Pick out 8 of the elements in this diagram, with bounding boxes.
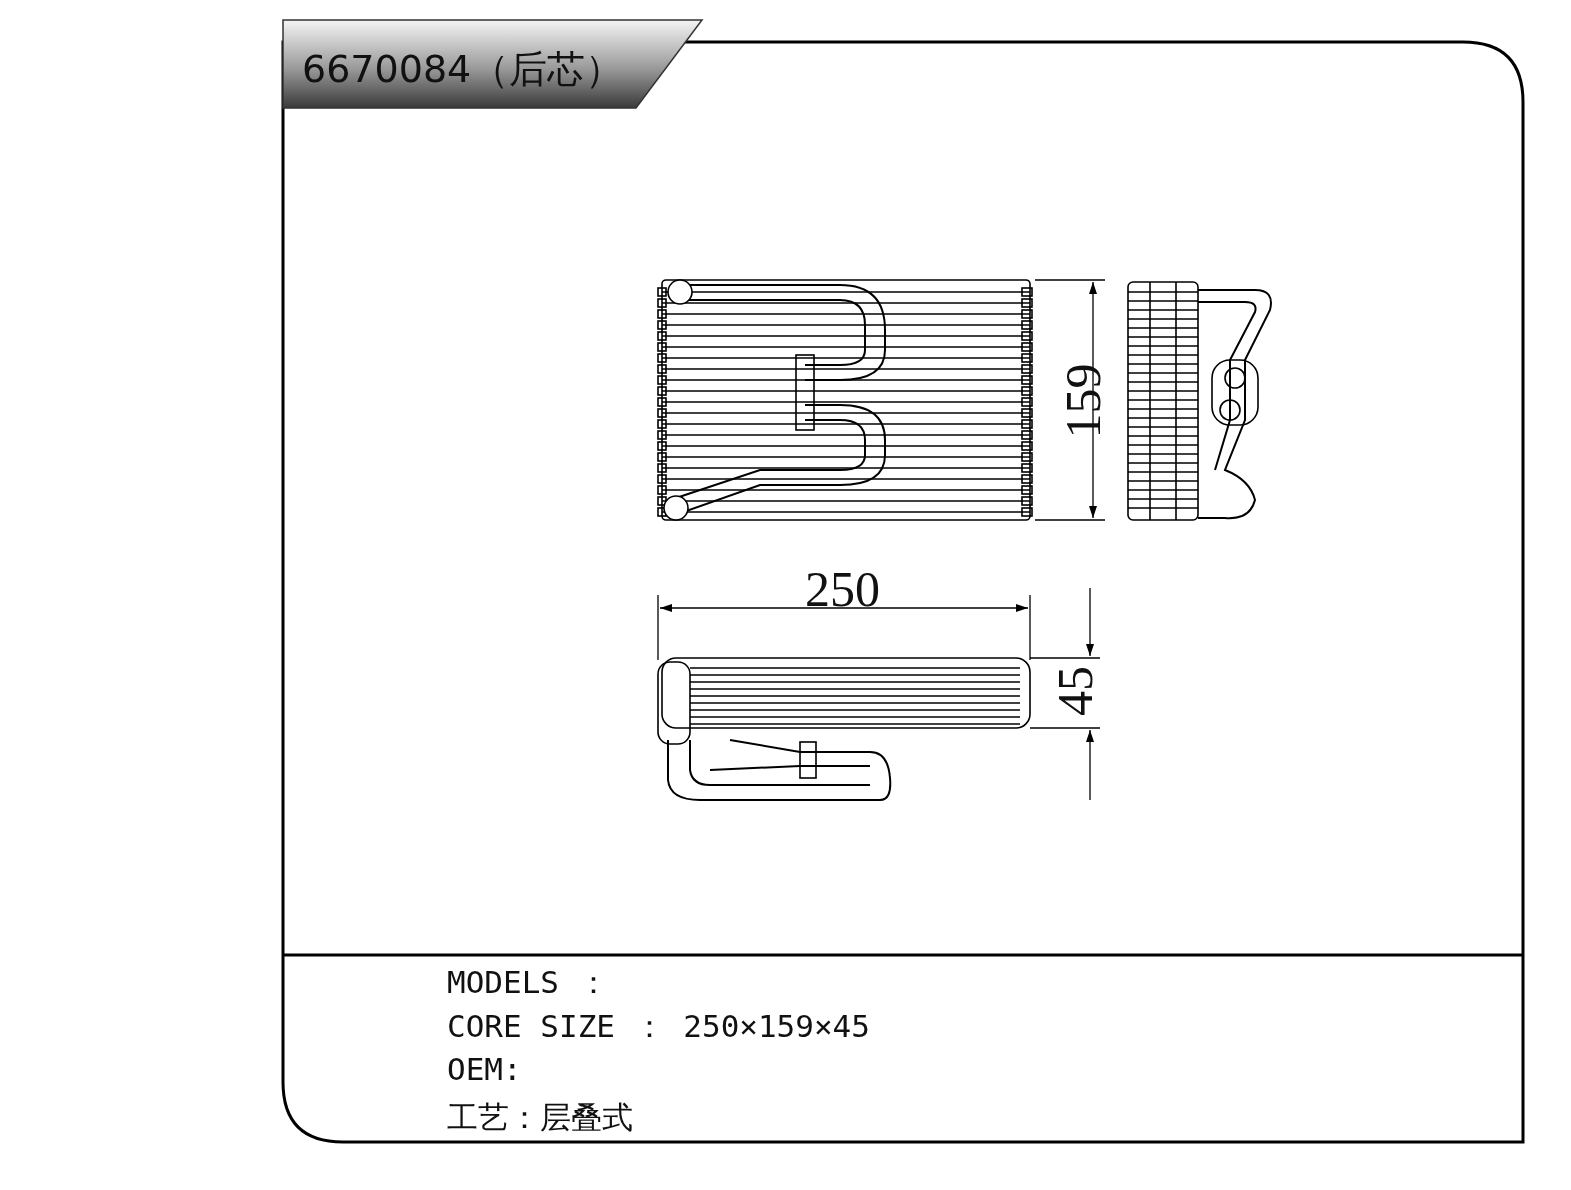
dimension-label: 45 <box>1046 666 1104 716</box>
spec-text: CORE SIZE ： 250×159×45 <box>447 1007 870 1046</box>
spec-text: 工艺：层叠式 <box>447 1098 633 1137</box>
dimension-label: 159 <box>1053 363 1112 439</box>
title-text: 6670084（后芯） <box>302 46 624 93</box>
dimension-label: 250 <box>805 560 880 618</box>
spec-text: MODELS ： <box>447 963 609 1002</box>
spec-text: OEM: <box>447 1051 522 1087</box>
